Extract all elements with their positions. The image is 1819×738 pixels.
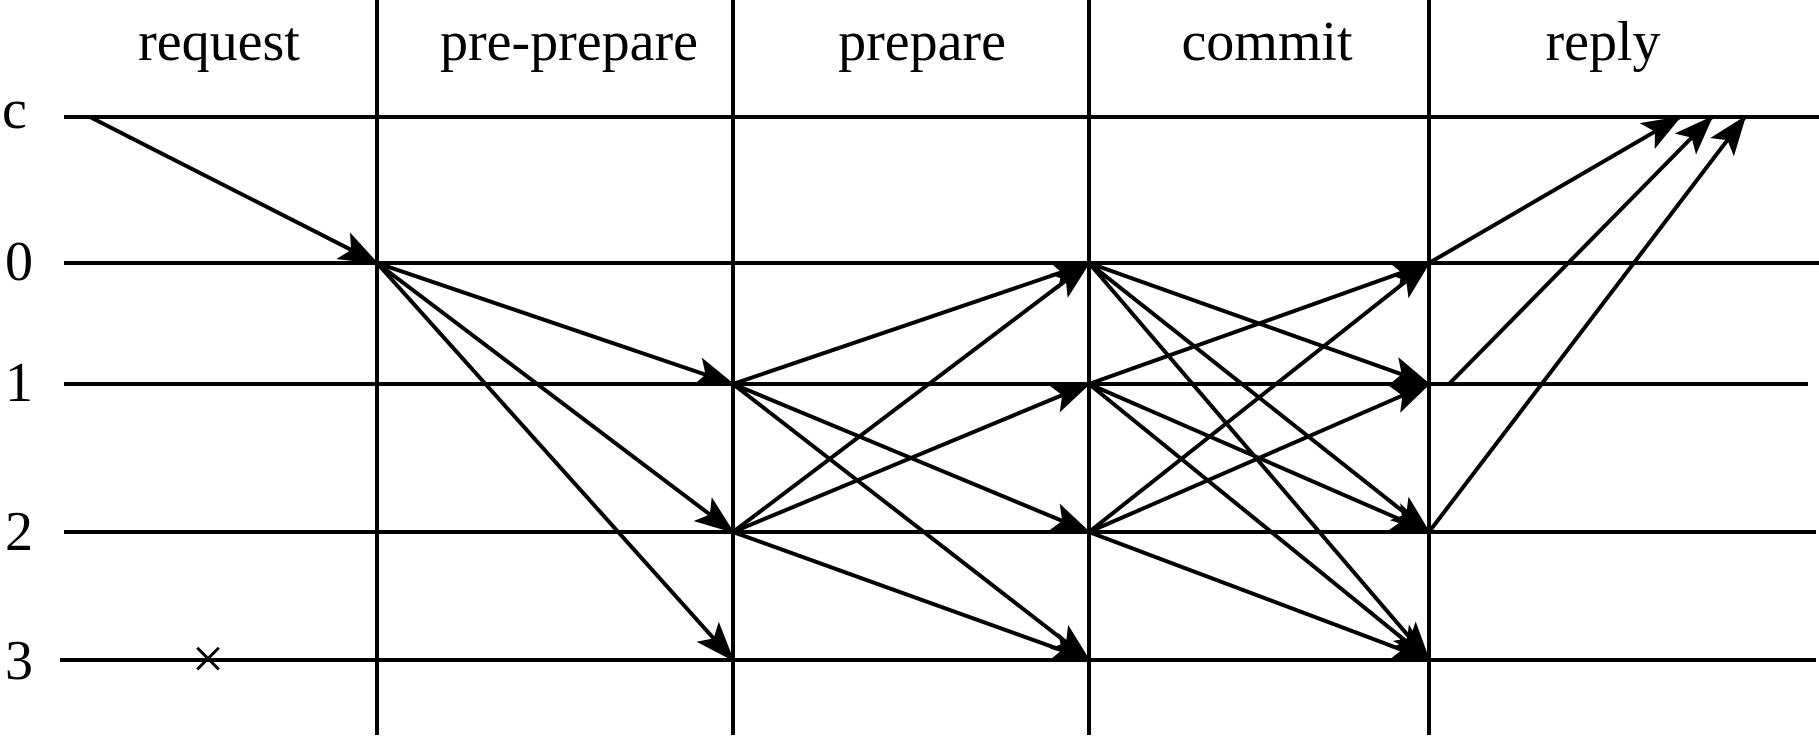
message-arrow-request-c-to-0 bbox=[89, 115, 379, 265]
phase-labels: request pre-prepare prepare commit reply bbox=[138, 11, 1660, 73]
message-arrow-reply-0-to-c bbox=[1427, 115, 1682, 265]
message-arrow-pre-prepare-0-to-2 bbox=[375, 261, 735, 534]
message-arrow-reply-1-to-c bbox=[1447, 115, 1714, 386]
node-label-2: 2 bbox=[5, 501, 33, 563]
message-arrow-commit-1-to-3 bbox=[1087, 382, 1431, 662]
node-timelines bbox=[60, 115, 1819, 662]
message-arrow-commit-2-to-0 bbox=[1087, 261, 1431, 534]
message-arrows bbox=[89, 115, 1747, 662]
phase-dividers bbox=[375, 0, 1431, 735]
message-arrow-commit-2-to-3 bbox=[1088, 530, 1431, 662]
message-arrow-commit-0-to-3 bbox=[1087, 261, 1431, 662]
message-arrow-prepare-2-to-0 bbox=[731, 261, 1091, 534]
phase-label-pre-prepare: pre-prepare bbox=[440, 11, 698, 73]
message-arrow-prepare-2-to-1 bbox=[732, 382, 1091, 534]
node-label-3: 3 bbox=[5, 630, 33, 692]
faulty-node-cross-icon: × bbox=[192, 626, 225, 691]
message-arrow-pre-prepare-0-to-1 bbox=[376, 261, 735, 386]
phase-label-commit: commit bbox=[1181, 11, 1353, 73]
message-arrow-commit-1-to-0 bbox=[1088, 261, 1431, 386]
phase-label-prepare: prepare bbox=[838, 11, 1006, 73]
phase-label-request: request bbox=[138, 11, 300, 73]
message-arrow-prepare-2-to-3 bbox=[732, 530, 1091, 662]
phase-label-reply: reply bbox=[1545, 11, 1660, 73]
node-label-client: c bbox=[2, 79, 27, 141]
node-label-1: 1 bbox=[5, 352, 33, 414]
node-label-0: 0 bbox=[5, 231, 33, 293]
message-arrow-pre-prepare-0-to-3 bbox=[375, 261, 735, 662]
message-arrow-commit-2-to-1 bbox=[1088, 382, 1431, 534]
message-arrow-prepare-1-to-3 bbox=[731, 382, 1091, 662]
node-labels: c 0 1 2 3 bbox=[2, 79, 33, 692]
message-arrow-prepare-1-to-0 bbox=[732, 261, 1091, 386]
message-arrow-reply-2-to-c bbox=[1427, 115, 1747, 534]
